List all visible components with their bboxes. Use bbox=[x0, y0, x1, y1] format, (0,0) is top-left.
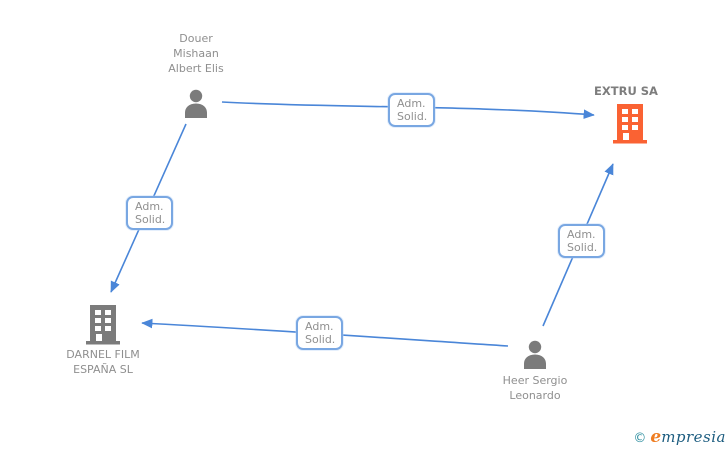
node-label-extru[interactable]: EXTRU SA bbox=[594, 84, 658, 98]
empresia-logo[interactable]: © e mpresia bbox=[633, 427, 726, 447]
brand-text: mpresia bbox=[661, 428, 726, 446]
person-icon[interactable] bbox=[520, 339, 550, 373]
copyright-icon: © bbox=[633, 431, 647, 446]
edge-label-douer-extru: Adm. Solid. bbox=[388, 93, 435, 127]
node-label-douer[interactable]: Douer Mishaan Albert Elis bbox=[168, 32, 224, 75]
building-icon[interactable] bbox=[613, 104, 647, 148]
brand-initial: e bbox=[650, 427, 662, 447]
edge-label-heer-darnel: Adm. Solid. bbox=[296, 316, 343, 350]
building-icon[interactable] bbox=[86, 305, 120, 349]
node-label-darnel[interactable]: DARNEL FILM ESPAÑA SL bbox=[66, 348, 140, 376]
edge-label-heer-extru: Adm. Solid. bbox=[558, 224, 605, 258]
person-icon[interactable] bbox=[181, 88, 211, 122]
node-label-heer[interactable]: Heer Sergio Leonardo bbox=[502, 374, 568, 402]
edge-label-douer-darnel: Adm. Solid. bbox=[126, 196, 173, 230]
